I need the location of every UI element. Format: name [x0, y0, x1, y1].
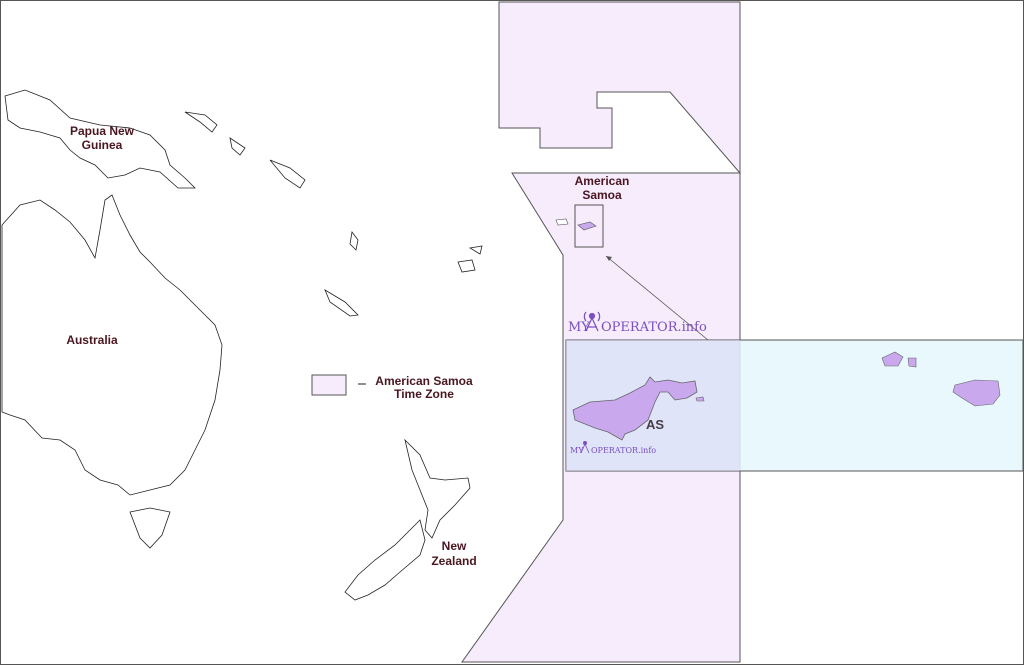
watermark-large: MY OPERATOR.info — [568, 311, 707, 335]
island — [184, 111, 218, 133]
island — [269, 159, 306, 189]
tau-island — [952, 379, 1001, 407]
label-papua-new-guinea-1: Papua New — [70, 124, 135, 138]
label-inset-code: AS — [646, 417, 664, 432]
ofu-olosega-island — [881, 351, 904, 367]
australia-landmass — [1, 194, 223, 496]
label-american-samoa-2: Samoa — [582, 188, 622, 202]
watermark-small: MY OPERATOR.info — [570, 440, 656, 455]
new-zealand-south-island — [344, 519, 426, 601]
callout-line — [605, 255, 709, 341]
label-new-zealand-1: New — [442, 539, 467, 553]
tasmania — [129, 507, 171, 549]
papua-new-guinea-landmass — [4, 89, 196, 189]
american-samoa-small — [577, 221, 597, 231]
american-samoa-locator-box — [574, 204, 604, 248]
ofu-island — [907, 357, 917, 368]
new-caledonia — [324, 289, 359, 317]
label-american-samoa-1: American — [575, 174, 630, 188]
legend-label-line2: Time Zone — [394, 387, 454, 401]
legend-label-line1: American Samoa — [375, 374, 473, 388]
watermark-suffix: OPERATOR.info — [601, 320, 707, 335]
tutuila-island — [572, 376, 698, 441]
new-zealand-north-island — [404, 438, 471, 539]
fiji — [457, 259, 476, 273]
label-new-zealand-2: Zealand — [431, 554, 476, 568]
label-papua-new-guinea-2: Guinea — [82, 138, 123, 152]
fiji — [468, 245, 483, 255]
island — [229, 137, 246, 156]
arrow-head-icon — [606, 256, 612, 261]
watermark-prefix: MY — [570, 446, 584, 455]
tower-icon — [583, 311, 601, 332]
watermark-suffix: OPERATOR.info — [591, 446, 656, 455]
vanuatu — [349, 231, 359, 251]
label-australia: Australia — [66, 333, 118, 347]
tower-icon — [580, 440, 590, 454]
watermark-prefix: MY — [568, 320, 590, 335]
legend-swatch — [311, 374, 347, 396]
aunuu-island — [695, 396, 705, 402]
time-zone-region — [461, 1, 742, 663]
samoa-island — [555, 218, 569, 226]
